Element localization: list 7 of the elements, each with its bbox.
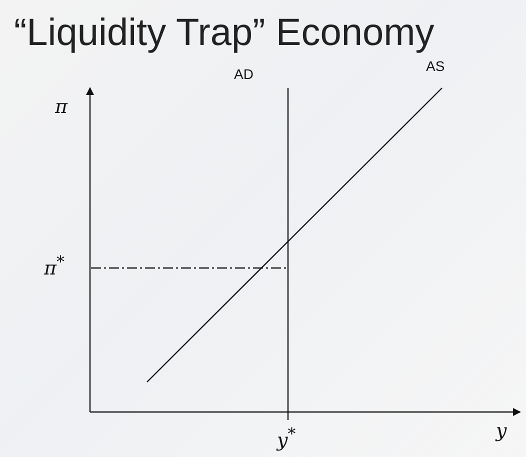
curve-label: AD xyxy=(234,66,254,82)
axis-label: π$^{*}$ xyxy=(44,252,64,280)
axis-label: y xyxy=(496,420,507,442)
curve-label: AS xyxy=(426,58,445,74)
axis-label: y$^{*}$ xyxy=(277,424,296,452)
axis-label: π xyxy=(55,96,68,118)
chart-title: “Liquidity Trap” Economy xyxy=(14,12,434,55)
